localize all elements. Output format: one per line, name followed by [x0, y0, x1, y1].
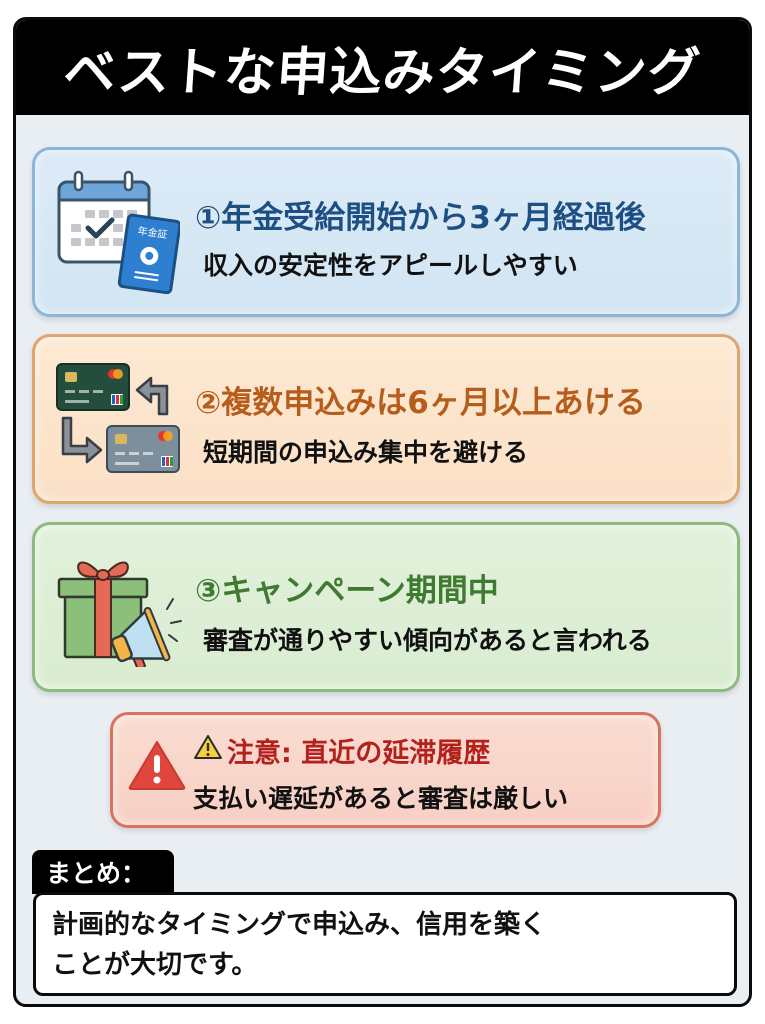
warning-card-late-payment: 注意: 直近の延滞履歴 支払い遅延があると審査は厳しい: [110, 712, 661, 828]
small-warning-icon: [193, 734, 223, 767]
summary-box: 計画的なタイミングで申込み、信用を築く ことが大切です。: [33, 892, 737, 996]
page-title: ベストな申込みタイミング: [61, 43, 703, 103]
warning-triangle-icon: [127, 739, 187, 795]
header-banner: ベストな申込みタイミング: [16, 20, 749, 115]
tip-heading: ②複数申込みは6ヶ月以上あける: [195, 385, 646, 421]
tip-card-campaign-period: ③キャンペーン期間中 審査が通りやすい傾向があると言われる: [32, 522, 740, 692]
gift-and-megaphone-icon: [55, 547, 185, 671]
tip-description: 短期間の申込み集中を避ける: [203, 438, 529, 467]
summary-line-1: 計画的なタイミングで申込み、信用を築く: [52, 910, 547, 940]
tip-description: 審査が通りやすい傾向があると言われる: [203, 626, 652, 655]
warning-heading: 注意: 直近の延滞履歴: [193, 731, 490, 770]
credit-cards-exchange-icon: [55, 362, 185, 481]
tip-heading: ③キャンペーン期間中: [195, 573, 499, 609]
infographic-frame: ベストな申込みタイミング 年金証: [13, 17, 752, 1007]
tip-card-multiple-applications: ②複数申込みは6ヶ月以上あける 短期間の申込み集中を避ける: [32, 334, 740, 504]
tip-card-pension-start: 年金証 ①年金受給開始から3ヶ月経過後 収入の安定性をアピールしやすい: [32, 147, 740, 317]
tip-description: 収入の安定性をアピールしやすい: [203, 251, 578, 280]
warning-heading-text: 注意: 直近の延滞履歴: [227, 738, 491, 769]
warning-description: 支払い遅延があると審査は厳しい: [193, 784, 569, 813]
tip-heading: ①年金受給開始から3ヶ月経過後: [195, 200, 646, 236]
summary-line-2: ことが大切です。: [52, 950, 258, 980]
svg-text:年金証: 年金証: [137, 224, 169, 241]
calendar-and-pension-book-icon: 年金証: [55, 168, 182, 302]
summary-label: まとめ：: [32, 850, 174, 894]
